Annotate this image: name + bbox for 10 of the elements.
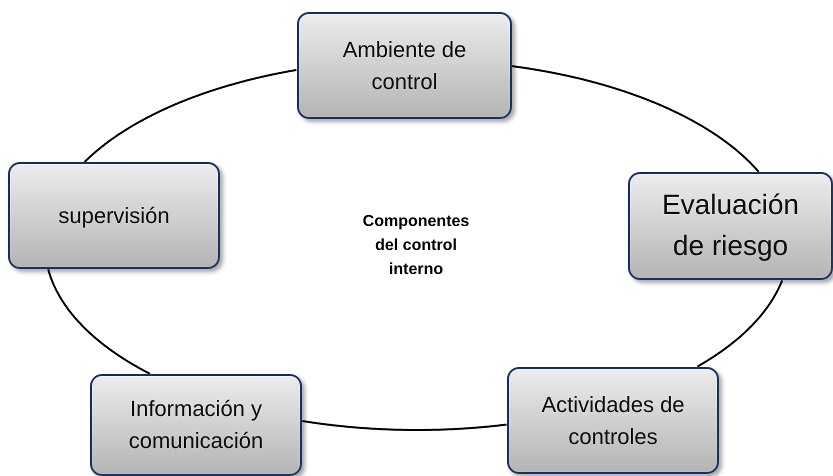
connector-line (696, 280, 784, 368)
component-box: Ambiente de control (297, 12, 512, 119)
component-box: Actividades de controles (507, 367, 719, 474)
connector-line (47, 268, 150, 375)
component-box: supervisión (8, 162, 220, 269)
center-title: Componentes del control interno (362, 212, 470, 280)
component-box: Información y comunicación (90, 374, 302, 476)
connector-line (302, 420, 507, 431)
component-box: Evaluación de riesgo (628, 172, 833, 280)
connector-line (512, 65, 760, 172)
